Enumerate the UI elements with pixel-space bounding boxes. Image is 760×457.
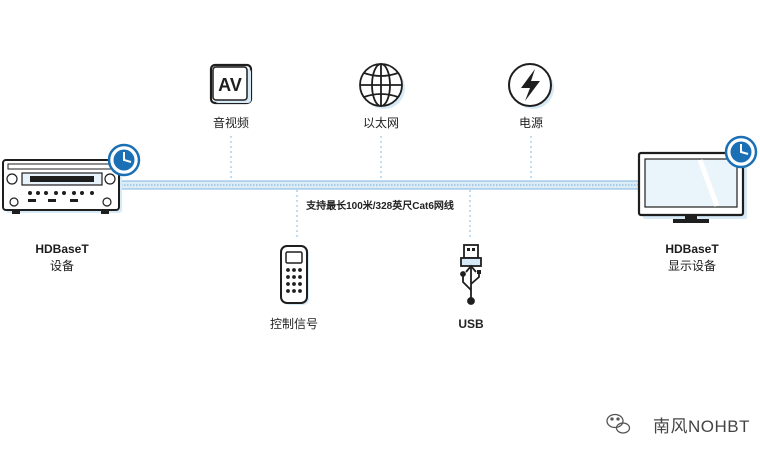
monitor-icon — [637, 151, 747, 223]
label-av: 音视频 — [212, 116, 250, 130]
source-device-label: HDBaseT 设备 — [35, 241, 88, 275]
lightning-icon — [508, 63, 554, 109]
watermark: 南风NOHBT — [627, 412, 750, 437]
label-ethernet: 以太网 — [362, 116, 400, 130]
remote-control-icon — [280, 245, 309, 305]
display-clock-badge-icon — [724, 135, 758, 169]
av-receiver-icon — [2, 159, 122, 214]
av-icon: AV — [209, 63, 253, 105]
wechat-icon — [606, 413, 631, 434]
label-power: 电源 — [518, 116, 544, 130]
main-cable — [117, 180, 647, 190]
display-device-label: HDBaseT 显示设备 — [665, 241, 718, 275]
label-usb: USB — [458, 317, 484, 331]
watermark-text: 南风NOHBT — [653, 417, 750, 436]
globe-icon — [359, 63, 405, 109]
svg-text:AV: AV — [218, 75, 242, 95]
connector-lines — [230, 136, 532, 238]
usb-icon — [460, 244, 482, 305]
display-device-line1: HDBaseT — [665, 242, 719, 256]
source-device-line2: 设备 — [49, 259, 75, 273]
display-device-line2: 显示设备 — [667, 259, 717, 273]
source-clock-badge-icon — [107, 143, 141, 177]
source-device-line1: HDBaseT — [35, 242, 89, 256]
cable-caption: 支持最长100米/328英尺Cat6网线 — [306, 201, 454, 212]
label-control: 控制信号 — [269, 317, 319, 331]
